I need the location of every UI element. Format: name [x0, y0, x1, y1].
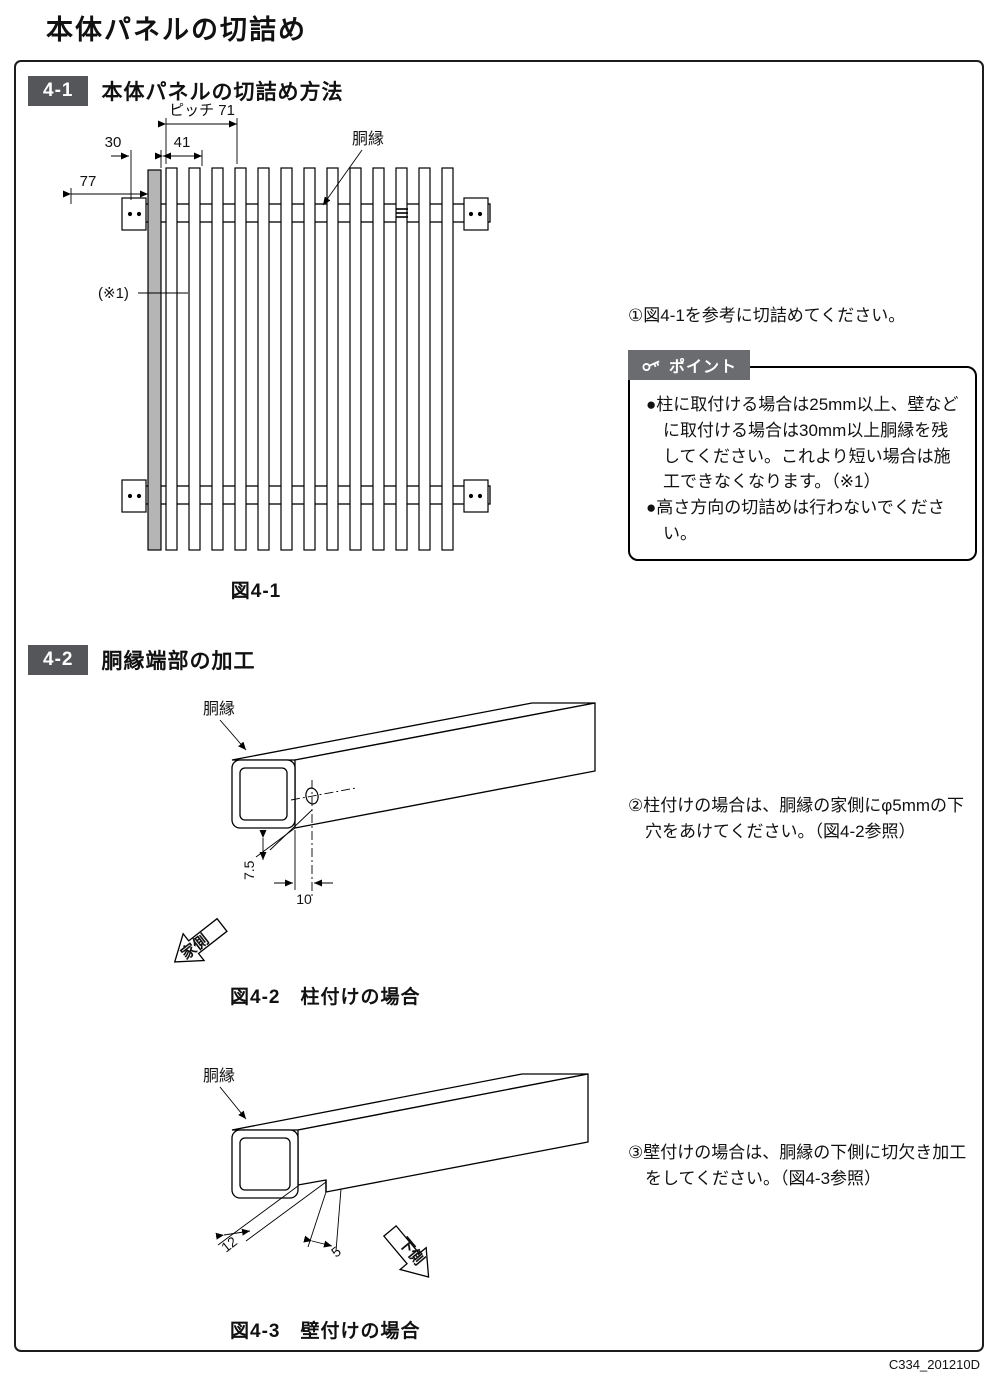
rail-tube — [231, 1073, 589, 1199]
point-box: ●柱に取付ける場合は25mm以上、壁などに取付ける場合は30mm以上胴縁を残して… — [628, 366, 977, 561]
rail-joint-mark — [396, 208, 408, 218]
rail-tube — [231, 702, 596, 829]
dim-12-label: 12 — [218, 1233, 240, 1255]
under-side-arrow: 下側 — [382, 1224, 430, 1278]
page-title: 本体パネルの切詰め — [46, 15, 307, 45]
figure-4-2-drawing: 7.5 10 胴縁 家側 — [173, 700, 596, 963]
dimension-lines — [215, 1086, 342, 1252]
figure-4-3-drawing: 12 5 胴縁 下側 — [203, 1067, 589, 1278]
dobuchi-label: 胴縁 — [203, 700, 235, 718]
dim-7-5-label: 7.5 — [241, 860, 257, 880]
point-item: ●柱に取付ける場合は25mm以上、壁などに取付ける場合は30mm以上胴縁を残して… — [646, 395, 959, 492]
dimension-lines — [63, 118, 363, 294]
figure-4-1-drawing: ピッチ 71 30 41 77 (※1) 胴縁 — [63, 102, 491, 551]
rail-brackets — [121, 197, 489, 513]
dim-5-label: 5 — [328, 1243, 344, 1261]
section-4-2-title: 胴縁端部の加工 — [101, 650, 256, 673]
dim-77-label: 77 — [80, 173, 97, 190]
key-icon — [642, 360, 660, 372]
dim-41-label: 41 — [174, 134, 191, 151]
figure-4-2-caption: 図4-2 柱付けの場合 — [230, 987, 421, 1008]
point-tag: ポイント — [628, 350, 751, 380]
step-1-text: ①図4-1を参考に切詰めてください。 — [628, 306, 906, 325]
note-1-label: (※1) — [98, 285, 129, 302]
doc-code: C334_201210D — [888, 1357, 980, 1372]
dobuchi-label: 胴縁 — [203, 1067, 235, 1085]
point-tag-label: ポイント — [669, 359, 738, 376]
step-3-text: ③壁付けの場合は、胴縁の下側に切欠き加工をしてください。（図4-3参照） — [628, 1143, 967, 1188]
fence-slats — [165, 167, 454, 551]
section-4-1-title: 本体パネルの切詰め方法 — [101, 81, 344, 104]
remaining-rail-strip — [147, 169, 162, 551]
hole-center-lines — [290, 780, 357, 897]
section-4-1-header: 4-1 本体パネルの切詰め方法 — [28, 76, 343, 106]
dobuchi-label: 胴縁 — [352, 130, 384, 148]
content-frame — [14, 60, 984, 1352]
dim-pitch-label: ピッチ 71 — [169, 102, 235, 119]
point-item: ●高さ方向の切詰めは行わないでください。 — [646, 498, 945, 544]
section-4-2-header: 4-2 胴縁端部の加工 — [28, 645, 255, 675]
figure-4-1-caption: 図4-1 — [230, 581, 282, 602]
figure-4-3-caption: 図4-3 壁付けの場合 — [230, 1321, 421, 1342]
section-4-1-number-badge: 4-1 — [28, 76, 89, 106]
dimension-lines — [219, 719, 333, 890]
dim-30-label: 30 — [105, 134, 122, 151]
dim-10-label: 10 — [296, 891, 312, 907]
house-side-arrow: 家側 — [173, 917, 228, 963]
step-2-text: ②柱付けの場合は、胴縁の家側にφ5mmの下穴をあけてください。（図4-2参照） — [628, 796, 965, 841]
section-4-2-number-badge: 4-2 — [28, 645, 89, 675]
